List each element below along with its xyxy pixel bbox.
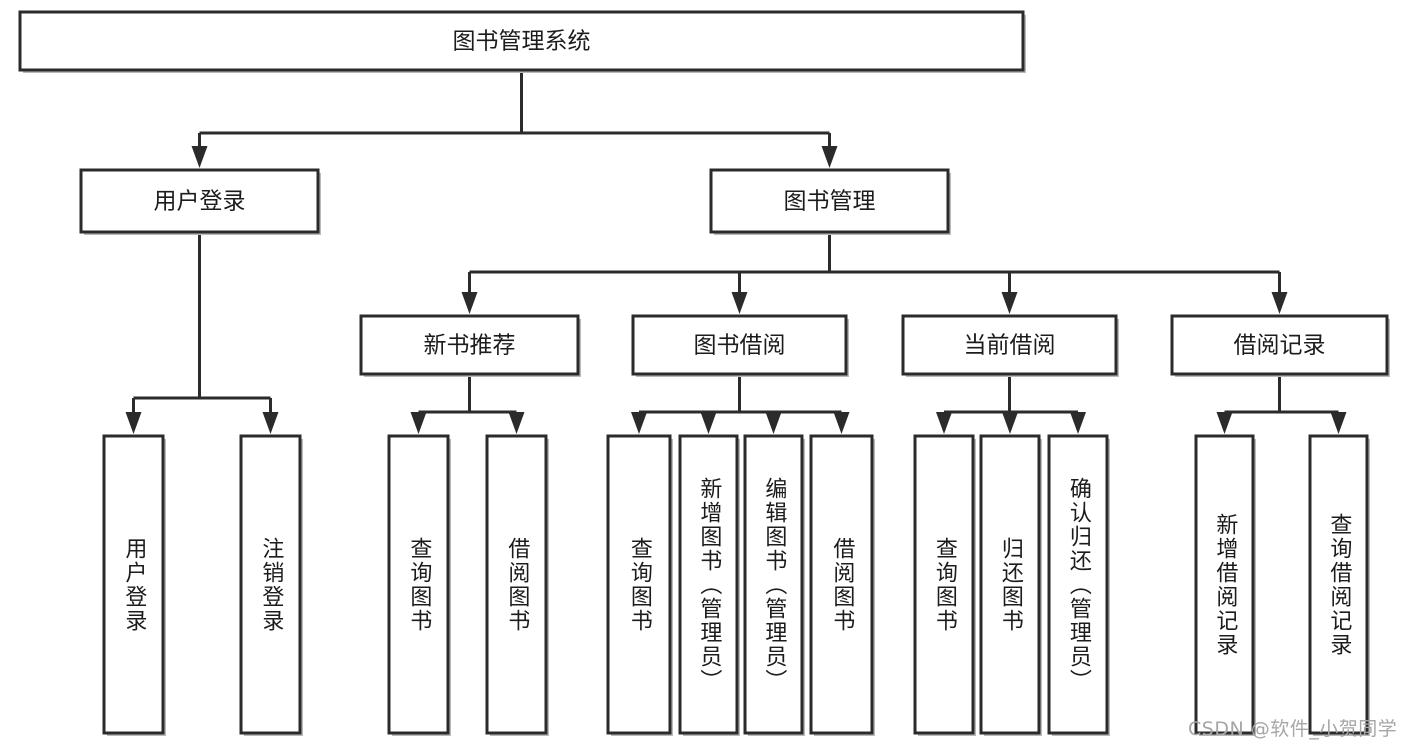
arrow-head-icon [461, 292, 478, 314]
arrow-head-icon [410, 412, 427, 434]
node-box-leaf-query-borrow-record[interactable] [1308, 434, 1369, 735]
arrow-head-icon [631, 412, 647, 434]
node-label-borrow-record: 借阅记录 [1234, 333, 1326, 359]
node-box-current-borrow[interactable] [901, 314, 1118, 376]
node-boxes [18, 10, 1389, 735]
arrow-head-icon [821, 146, 838, 168]
arrow-head-icon [833, 412, 850, 434]
arrow-head-icon [1216, 412, 1233, 434]
node-box-leaf-query-book-current[interactable] [913, 434, 975, 735]
node-label-new-book-recommend: 新书推荐 [424, 333, 516, 359]
node-box-leaf-logout[interactable] [239, 434, 302, 735]
csdn-watermark: CSDN @软件_小贺同学 [1188, 718, 1398, 740]
arrow-head-icon [1070, 412, 1086, 434]
node-box-borrow-record[interactable] [1170, 314, 1389, 376]
arrow-head-icon [765, 412, 782, 434]
node-box-new-book-recommend[interactable] [359, 314, 580, 376]
node-box-book-management[interactable] [709, 168, 950, 234]
node-box-leaf-edit-book-admin[interactable] [743, 434, 804, 735]
arrow-head-icon [731, 292, 748, 314]
node-box-book-borrow[interactable] [631, 314, 848, 376]
arrow-head-icon [1330, 412, 1347, 434]
node-label-user-login: 用户登录 [154, 189, 246, 215]
node-label-book-borrow: 图书借阅 [694, 333, 786, 359]
node-box-user-login[interactable] [79, 168, 320, 234]
node-box-leaf-query-book-rec[interactable] [387, 434, 450, 735]
node-box-leaf-add-book-admin[interactable] [678, 434, 739, 735]
arrow-head-icon [125, 412, 142, 434]
arrow-head-icon [262, 412, 279, 434]
arrow-head-icon [508, 412, 525, 434]
connector-lines [125, 70, 1347, 434]
arrow-head-icon [700, 412, 717, 434]
arrow-head-icon [191, 146, 208, 168]
node-label-book-management: 图书管理 [784, 189, 876, 215]
node-box-leaf-add-borrow-record[interactable] [1194, 434, 1255, 735]
node-box-leaf-confirm-return-admin[interactable] [1047, 434, 1109, 735]
node-box-root[interactable] [18, 10, 1025, 72]
node-label-root: 图书管理系统 [453, 29, 591, 55]
node-box-leaf-return-book[interactable] [979, 434, 1041, 735]
node-box-leaf-query-book-borrow[interactable] [606, 434, 672, 735]
arrow-head-icon [936, 412, 952, 434]
node-label-current-borrow: 当前借阅 [964, 333, 1056, 359]
node-box-leaf-borrow-book[interactable] [809, 434, 874, 735]
arrow-head-icon [1271, 292, 1288, 314]
node-box-leaf-user-login[interactable] [102, 434, 165, 735]
arrow-head-icon [1002, 412, 1018, 434]
node-box-leaf-borrow-book-rec[interactable] [485, 434, 548, 735]
arrow-head-icon [1001, 292, 1018, 314]
